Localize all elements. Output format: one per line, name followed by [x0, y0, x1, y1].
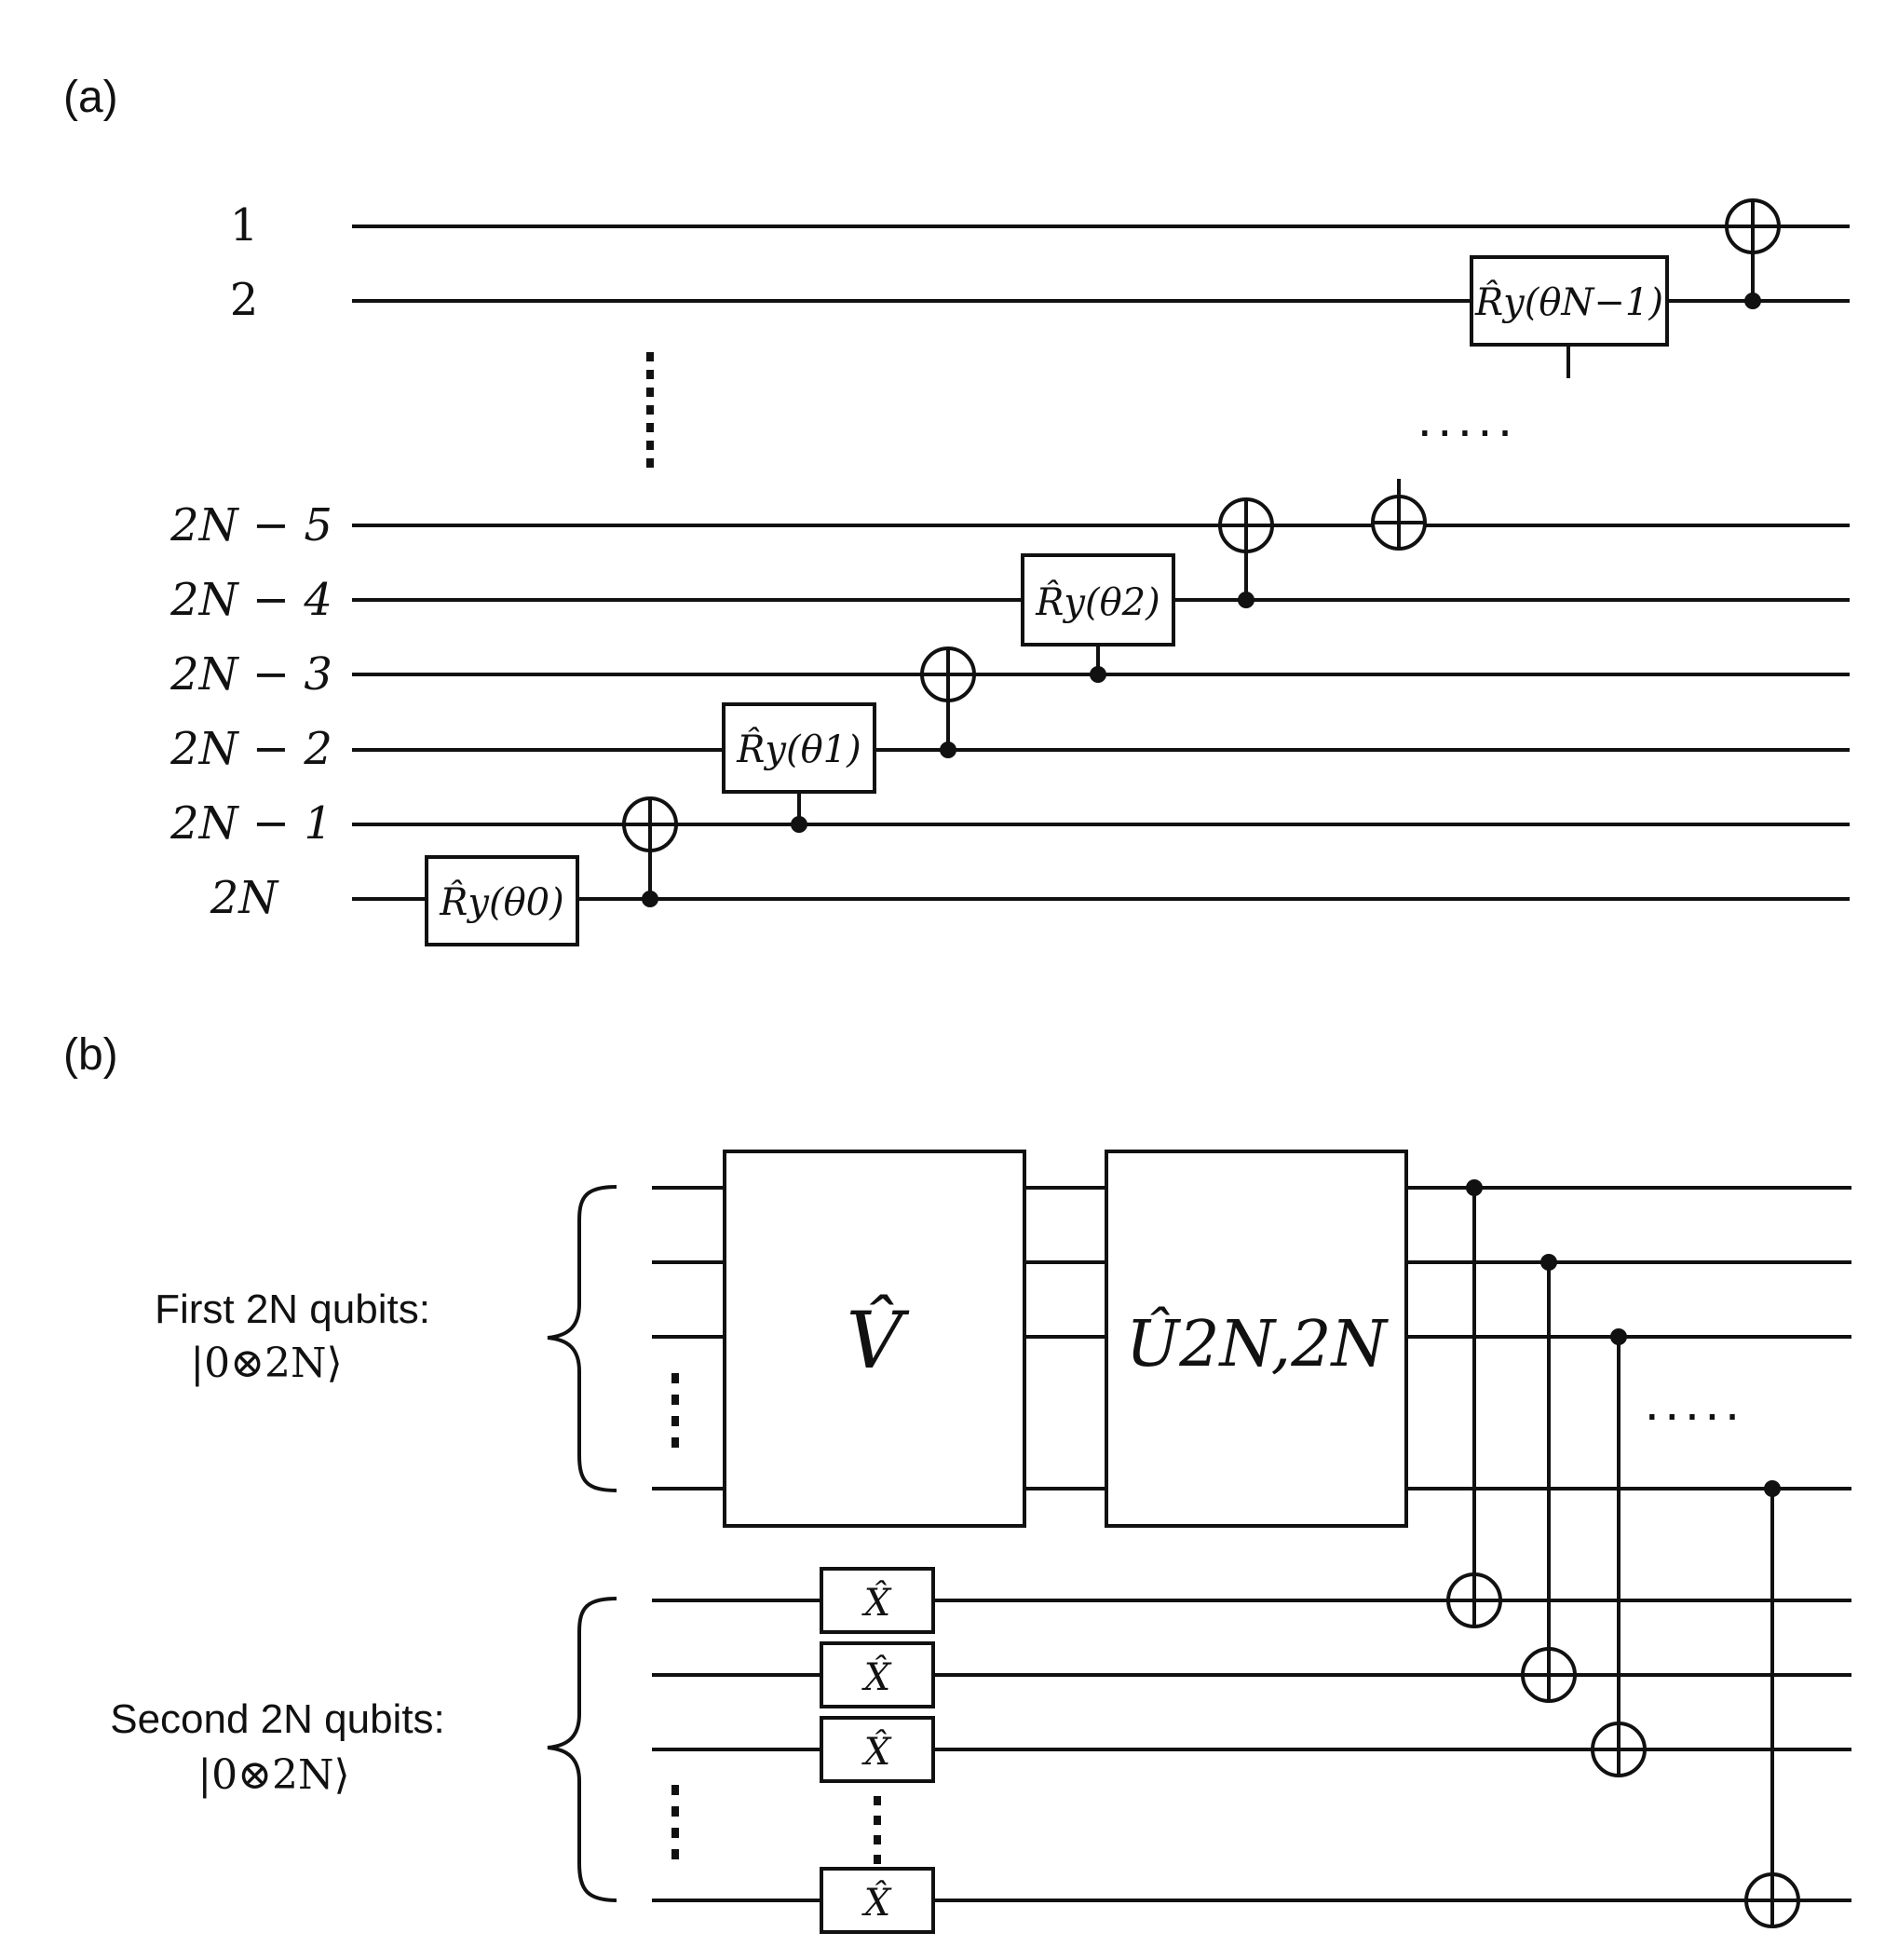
vertical-ellipsis-b1: [671, 1373, 679, 1448]
panel-a-label: (a): [63, 73, 118, 122]
x-gate-2: X̂: [820, 1641, 935, 1708]
u-gate: Û2N,2N: [1105, 1150, 1408, 1528]
cnot-b1: [1446, 1179, 1502, 1628]
horizontal-ellipsis-a: .....: [1417, 388, 1518, 447]
x-gate-2-label: X̂: [861, 1656, 892, 1699]
cnot-a1: [622, 796, 678, 907]
panel-a-qubit-labels: 1 2 2N − 5 2N − 4 2N − 3 2N − 2 2N − 1 2…: [170, 199, 332, 924]
x-gate-vertical-ellipsis: [874, 1796, 881, 1864]
control-dot-icon: [791, 816, 807, 833]
panel-b-label: (b): [63, 1030, 118, 1080]
x-gate-4: X̂: [820, 1867, 935, 1934]
control-dot-icon: [1540, 1254, 1557, 1271]
second-group-label: Second 2N qubits:: [110, 1696, 445, 1742]
ry-gate-theta1: R̂y(θ1): [722, 702, 876, 833]
cnot-b4: [1744, 1480, 1800, 1928]
qubit-label-2: 2: [230, 274, 259, 326]
cnot-a2: [920, 647, 976, 758]
control-dot-icon: [1610, 1328, 1627, 1345]
x-gate-1: X̂: [820, 1567, 935, 1634]
first-group-brace-icon: [547, 1185, 617, 1492]
qubit-label-2n-4: 2N − 4: [170, 574, 332, 626]
qubit-label-2n-1: 2N − 1: [170, 797, 332, 850]
control-dot-icon: [1238, 592, 1254, 608]
second-group-state: |0⊗2N⟩: [197, 1751, 349, 1799]
ry-gate-thetaN1-label: R̂y(θN−1): [1474, 281, 1663, 324]
x-gate-4-label: X̂: [861, 1882, 892, 1925]
control-dot-icon: [940, 742, 956, 758]
x-gate-3: X̂: [820, 1716, 935, 1783]
vertical-ellipsis-a: [646, 352, 654, 468]
second-group-brace-icon: [547, 1597, 617, 1902]
control-dot-icon: [1744, 293, 1761, 309]
qubit-label-2n-2: 2N − 2: [170, 723, 332, 775]
control-dot-icon: [642, 891, 658, 907]
cnot-a3: [1218, 497, 1274, 608]
horizontal-ellipsis-b: .....: [1645, 1372, 1745, 1431]
ry-gate-theta0-label: R̂y(θ0): [439, 881, 563, 924]
ry-gate-theta2-label: R̂y(θ2): [1035, 581, 1159, 624]
u-gate-label: Û2N,2N: [1126, 1307, 1390, 1382]
control-dot-icon: [1090, 666, 1106, 683]
v-gate-label: V̂: [847, 1295, 910, 1386]
cnot-b2: [1521, 1254, 1577, 1703]
qubit-label-2n-3: 2N − 3: [170, 648, 332, 701]
vertical-ellipsis-b2: [671, 1785, 679, 1859]
control-dot-icon: [1764, 1480, 1781, 1497]
ry-gate-theta0: R̂y(θ0): [425, 855, 579, 946]
cnot-b3: [1591, 1328, 1647, 1777]
control-dot-icon: [1466, 1179, 1483, 1196]
v-gate: V̂: [723, 1150, 1026, 1528]
ry-gate-thetaN1: R̂y(θN−1): [1470, 255, 1669, 378]
ry-gate-theta2: R̂y(θ2): [1021, 553, 1175, 683]
qubit-label-1: 1: [230, 199, 259, 252]
x-gate-1-label: X̂: [861, 1582, 892, 1625]
cnot-a4-target: [1371, 479, 1427, 551]
qubit-label-2n-5: 2N − 5: [170, 499, 332, 551]
first-group-state: |0⊗2N⟩: [190, 1340, 342, 1387]
first-group-label: First 2N qubits:: [155, 1286, 430, 1332]
qubit-label-2n: 2N: [210, 872, 280, 924]
cnot-a5: [1725, 198, 1781, 309]
x-gate-3-label: X̂: [861, 1731, 892, 1774]
ry-gate-theta1-label: R̂y(θ1): [736, 728, 861, 771]
